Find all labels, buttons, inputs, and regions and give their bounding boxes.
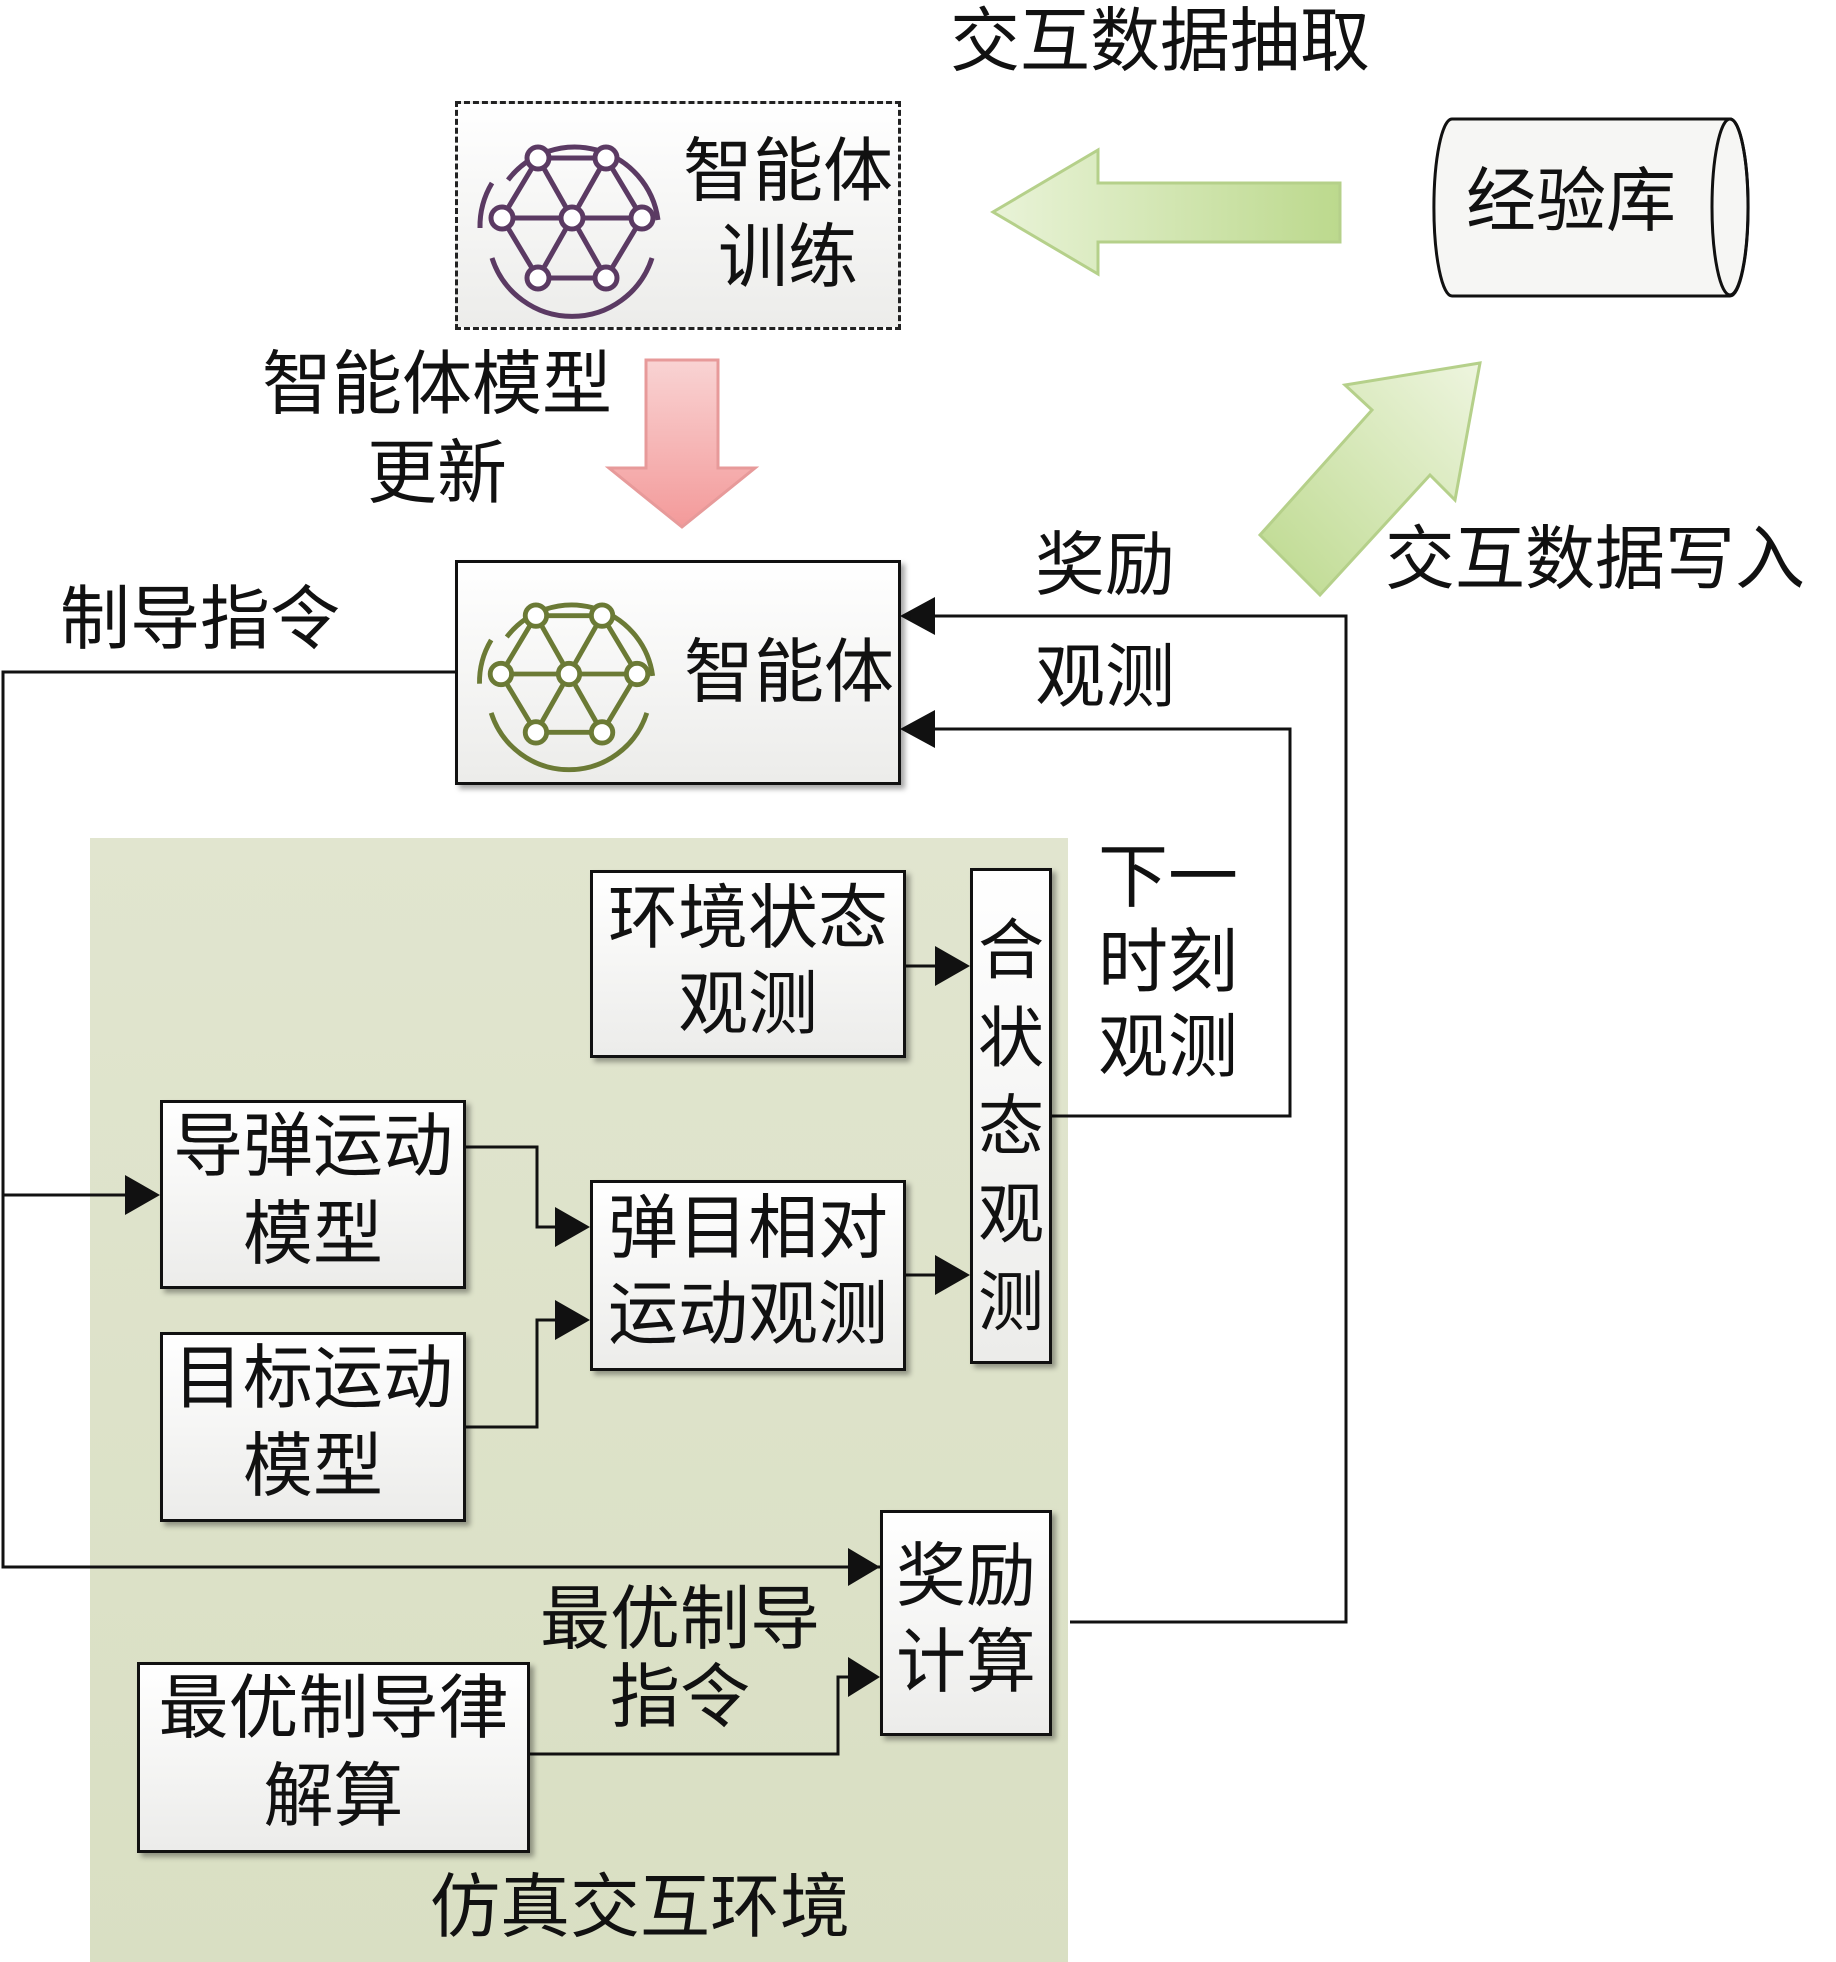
next-observation-line2: 时刻 bbox=[1098, 921, 1238, 1003]
agent-box: 智能体 bbox=[455, 560, 901, 785]
next-observation-line3: 观测 bbox=[1098, 1006, 1238, 1088]
missile-model-line2: 模型 bbox=[243, 1193, 383, 1275]
experience-db-cylinder bbox=[1432, 117, 1750, 298]
env-state-line1: 环境状态 bbox=[608, 877, 888, 959]
model-update-label-line2: 更新 bbox=[367, 432, 507, 514]
experience-db-label: 经验库 bbox=[1466, 160, 1676, 242]
neural-network-icon bbox=[477, 602, 656, 773]
write-arrow bbox=[1257, 361, 1482, 598]
model-update-arrow bbox=[604, 358, 760, 529]
optimal-command-line1: 最优制导 bbox=[540, 1578, 820, 1660]
target-model-line1: 目标运动 bbox=[173, 1337, 453, 1419]
agent-training-box: 智能体 训练 bbox=[455, 101, 901, 330]
reward-calc-line2: 计算 bbox=[896, 1621, 1036, 1703]
training-label-line1: 智能体 bbox=[683, 130, 893, 212]
combined-char-4: 观 bbox=[978, 1176, 1044, 1253]
next-observation-line1: 下一 bbox=[1098, 836, 1238, 918]
reward-calc-box: 奖励 计算 bbox=[880, 1510, 1052, 1736]
agent-label: 智能体 bbox=[684, 631, 894, 713]
relative-motion-line1: 弹目相对 bbox=[608, 1187, 888, 1269]
observation-label: 观测 bbox=[1035, 636, 1175, 718]
optimal-command-line2: 指令 bbox=[610, 1656, 750, 1738]
target-model-line2: 模型 bbox=[243, 1425, 383, 1507]
optimal-law-line1: 最优制导律 bbox=[158, 1667, 509, 1749]
combined-state-box: 合 状 态 观 测 bbox=[970, 868, 1052, 1364]
optimal-law-line2: 解算 bbox=[263, 1755, 404, 1837]
optimal-law-box: 最优制导律 解算 bbox=[137, 1662, 530, 1853]
relative-motion-box: 弹目相对 运动观测 bbox=[590, 1180, 906, 1371]
target-model-box: 目标运动 模型 bbox=[160, 1332, 466, 1522]
environment-title: 仿真交互环境 bbox=[430, 1866, 850, 1948]
missile-model-line1: 导弹运动 bbox=[173, 1105, 453, 1187]
combined-char-2: 状 bbox=[978, 1000, 1044, 1077]
combined-char-1: 合 bbox=[978, 912, 1044, 989]
extract-label: 交互数据抽取 bbox=[950, 0, 1370, 82]
combined-char-5: 测 bbox=[978, 1264, 1044, 1341]
extract-arrow bbox=[990, 147, 1342, 277]
relative-motion-line2: 运动观测 bbox=[608, 1273, 888, 1355]
env-state-line2: 观测 bbox=[678, 963, 818, 1045]
reward-label: 奖励 bbox=[1035, 524, 1175, 606]
missile-model-box: 导弹运动 模型 bbox=[160, 1100, 466, 1289]
guidance-command-label: 制导指令 bbox=[60, 578, 340, 660]
write-label: 交互数据写入 bbox=[1385, 518, 1805, 600]
neural-network-icon bbox=[477, 144, 661, 319]
model-update-label-line1: 智能体模型 bbox=[262, 343, 612, 425]
training-label-line2: 训练 bbox=[718, 216, 858, 298]
reward-calc-line1: 奖励 bbox=[896, 1535, 1036, 1617]
combined-char-3: 态 bbox=[978, 1088, 1044, 1165]
env-state-box: 环境状态 观测 bbox=[590, 870, 906, 1058]
